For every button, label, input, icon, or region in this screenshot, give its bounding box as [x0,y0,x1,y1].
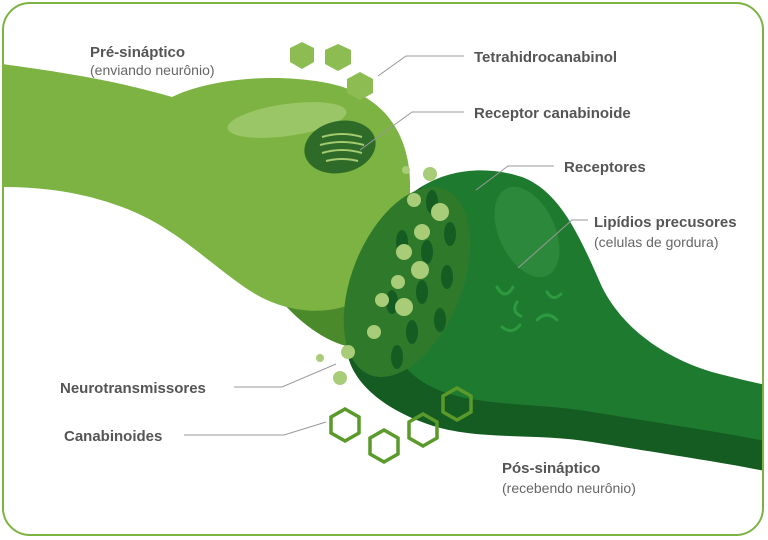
label-neurotransmitters: Neurotransmissores [60,380,206,397]
label-presynaptic: Pré-sináptico [90,44,186,61]
label-presynaptic-sub: (enviando neurônio) [90,62,215,78]
label-receptors: Receptores [564,159,646,176]
receptor-pores [386,190,456,369]
label-postsynaptic: Pós-sináptico [502,460,601,477]
cannabinoid-molecules [329,385,473,465]
label-thc: Tetrahidrocanabinol [474,49,618,66]
presynaptic-axon [4,64,411,311]
presynaptic-highlight [227,102,347,138]
label-lipids: Lipídios precusores [594,214,737,231]
lipid-precursors [495,285,563,332]
label-postsynaptic-sub: (recebendo neurônio) [502,480,636,496]
neurotransmitters [316,166,449,385]
synapse-illustration [4,42,762,471]
cannabinoid-receptor [304,120,376,174]
label-cannabinoid-receptor: Receptor canabinoide [474,105,631,122]
postsynaptic-body [386,170,762,441]
postsynaptic-highlight [494,186,560,278]
presynaptic-neuron [4,64,411,348]
label-lipids-sub: (celulas de gordura) [594,234,719,250]
postsynaptic-neuron [343,170,762,471]
leader-lines [184,55,588,436]
label-cannabinoids: Canabinoides [64,428,163,445]
thc-molecules [290,42,373,100]
